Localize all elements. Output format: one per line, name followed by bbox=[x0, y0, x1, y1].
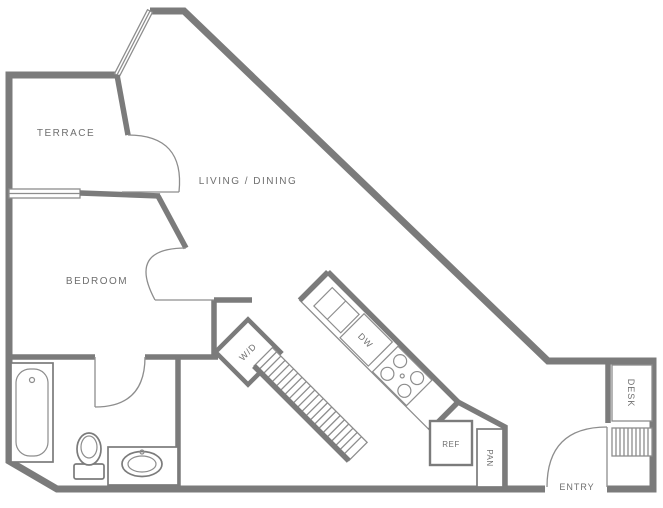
closet-shelving-hatch bbox=[252, 346, 369, 463]
label-bedroom: BEDROOM bbox=[66, 276, 128, 287]
label-desk: DESK bbox=[626, 379, 636, 408]
label-pantry: PAN bbox=[485, 449, 494, 466]
desk-surface: DESK bbox=[611, 364, 653, 422]
exterior-wall-left bbox=[5, 71, 545, 493]
bedroom-top-wall bbox=[79, 190, 161, 199]
bathtub-fixture bbox=[10, 362, 54, 463]
exterior-wall-right-diagonal bbox=[150, 7, 657, 493]
bedroom-door-swing bbox=[145, 247, 187, 301]
pantry-cabinet: PAN bbox=[476, 428, 504, 488]
entry-door-swing bbox=[546, 426, 608, 488]
window-top-angled-centerline bbox=[116, 10, 151, 76]
terrace-door-swing bbox=[127, 134, 181, 193]
refrigerator-unit: REF bbox=[428, 419, 474, 467]
terrace-angled-wall bbox=[114, 74, 131, 136]
stove-fixture bbox=[371, 345, 433, 407]
desk-vent-hatch bbox=[611, 427, 653, 457]
label-entry: ENTRY bbox=[559, 482, 594, 492]
sink-vanity-fixture bbox=[107, 446, 179, 486]
kitchen-sink-fixture bbox=[313, 286, 360, 334]
toilet-fixture bbox=[73, 432, 105, 480]
label-terrace: TERRACE bbox=[37, 128, 95, 139]
label-refrigerator: REF bbox=[442, 440, 460, 449]
bathroom-door-swing bbox=[94, 356, 146, 408]
kitchen-back-wall bbox=[326, 270, 461, 405]
label-living-dining: LIVING / DINING bbox=[199, 176, 298, 187]
bedroom-diagonal-wall bbox=[155, 194, 189, 250]
kitchen-nook-wall bbox=[456, 399, 508, 489]
